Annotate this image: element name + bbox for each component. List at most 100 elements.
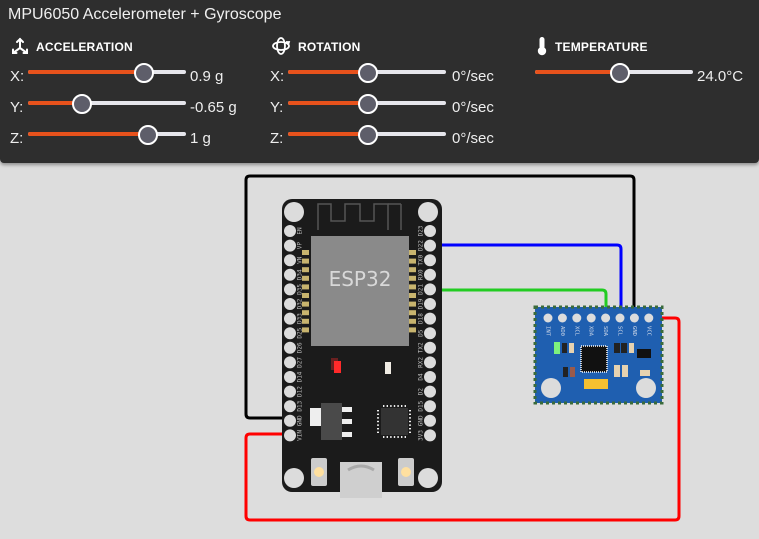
esp32-pin-tx2[interactable]	[424, 341, 436, 354]
esp32-pin-vn[interactable]	[284, 254, 296, 267]
esp32-pin-en[interactable]	[284, 225, 296, 237]
esp32-pin-label: D19	[418, 298, 425, 309]
acceleration-heading: ACCELERATION	[36, 40, 133, 54]
mpu-pin-xda[interactable]	[586, 313, 596, 323]
gyro-icon	[270, 36, 298, 59]
module-pad	[409, 250, 416, 255]
usb-port[interactable]	[340, 462, 382, 498]
slider-thumb[interactable]	[358, 125, 378, 145]
rotation-group: ROTATION	[270, 36, 360, 59]
esp32-pin-label: EN	[297, 227, 304, 235]
esp32-pin-d32[interactable]	[284, 298, 296, 310]
esp32-pin-label: D5	[418, 329, 425, 337]
temperature-value: 24.0°C	[697, 68, 744, 85]
acceleration-slider[interactable]	[28, 125, 186, 145]
esp32-pin-tx0[interactable]	[424, 254, 436, 267]
slider-thumb[interactable]	[133, 63, 154, 83]
voltage-regulator	[321, 403, 342, 440]
slider-thumb[interactable]	[72, 94, 93, 114]
chip-pin	[377, 413, 379, 415]
esp32-pin-label: 3V3	[418, 430, 425, 441]
slider-fill	[288, 132, 367, 136]
module-pad	[302, 284, 309, 290]
esp32-pin-label: VP	[297, 242, 304, 250]
mpu-pin-sda[interactable]	[601, 313, 611, 323]
wire-gnd[interactable]	[244, 174, 636, 420]
mpu-pin-ad0[interactable]	[557, 313, 567, 323]
module-pad	[302, 250, 309, 255]
axes-icon	[10, 36, 36, 59]
esp32-pin-d5[interactable]	[424, 327, 436, 340]
esp32-pin-rx2[interactable]	[424, 356, 436, 369]
esp32-pin-d12[interactable]	[284, 385, 296, 398]
esp32-pin-d35[interactable]	[284, 283, 296, 296]
slider-fill	[288, 70, 367, 74]
temperature-slider[interactable]	[535, 63, 693, 83]
rotation-slider[interactable]	[288, 94, 446, 114]
esp32-pin-rx0[interactable]	[424, 268, 436, 281]
slider-thumb[interactable]	[358, 63, 378, 83]
acceleration-row-y: Y:-0.65 g	[10, 94, 260, 121]
mpu-pin-int[interactable]	[543, 313, 553, 323]
esp32-pin-d25[interactable]	[284, 327, 296, 340]
esp32-pin-gnd[interactable]	[284, 414, 296, 427]
mount-hole	[418, 468, 438, 488]
acceleration-slider[interactable]	[28, 94, 186, 114]
chip-pin	[397, 405, 399, 407]
mpu-pin-vcc[interactable]	[644, 313, 654, 323]
acceleration-row-z: Z:1 g	[10, 125, 260, 152]
acceleration-slider[interactable]	[28, 63, 186, 83]
esp32-pin-d26[interactable]	[284, 341, 296, 354]
esp32-pin-d21[interactable]	[424, 283, 436, 296]
module-pad	[302, 301, 309, 307]
esp32-pin-d34[interactable]	[284, 268, 296, 281]
esp32-pin-label: TX0	[418, 254, 425, 265]
esp32-pin-label: RX0	[418, 269, 425, 280]
crystal	[584, 379, 608, 389]
esp32-pin-d23[interactable]	[424, 225, 436, 237]
esp32-pin-label: D15	[418, 400, 425, 411]
axis-label: X:	[270, 68, 285, 85]
esp32-pin-vin[interactable]	[284, 429, 296, 442]
slider-thumb[interactable]	[358, 94, 378, 114]
esp32-pin-label: D33	[297, 313, 304, 324]
esp32-pin-d19[interactable]	[424, 298, 436, 310]
esp32-pin-d13[interactable]	[284, 400, 296, 413]
esp32-pin-d14[interactable]	[284, 371, 296, 383]
esp32-pin-label: D13	[297, 400, 304, 411]
esp32-pin-d15[interactable]	[424, 400, 436, 413]
mpu-power-led	[554, 342, 560, 354]
mount-hole	[284, 202, 304, 222]
mpu-pin-gnd[interactable]	[629, 313, 639, 323]
esp32-pin-label: D14	[297, 371, 304, 382]
module-pad	[409, 275, 416, 281]
esp32-pin-d2[interactable]	[424, 385, 436, 398]
mpu-pin-xcl[interactable]	[572, 313, 582, 323]
wire-sda[interactable]	[431, 288, 608, 318]
mount-hole	[636, 378, 656, 398]
esp32-pin-d27[interactable]	[284, 356, 296, 369]
axis-label: Z:	[270, 130, 284, 147]
module-pad	[302, 318, 309, 324]
esp32-pin-vp[interactable]	[284, 239, 296, 252]
rotation-slider[interactable]	[288, 63, 446, 83]
esp32-board[interactable]: ESP32 ENVPVND34D35D32D33D25D26D27D14D12D…	[282, 199, 442, 498]
wire-vcc[interactable]	[244, 316, 681, 522]
wire-scl[interactable]	[431, 243, 623, 318]
axis-label: Z:	[10, 130, 24, 147]
mpu-pin-label: XCL	[573, 326, 579, 337]
esp32-pin-d4[interactable]	[424, 371, 436, 383]
esp32-pin-d18[interactable]	[424, 312, 436, 325]
rotation-slider[interactable]	[288, 125, 446, 145]
mpu-pin-scl[interactable]	[615, 313, 625, 323]
slider-thumb[interactable]	[610, 63, 631, 83]
esp32-pin-d22[interactable]	[424, 239, 436, 252]
slider-thumb[interactable]	[137, 125, 158, 145]
esp32-pin-d33[interactable]	[284, 312, 296, 325]
esp32-pin-gnd[interactable]	[424, 414, 436, 427]
acceleration-value: -0.65 g	[190, 99, 237, 116]
esp32-pin-label: D25	[297, 327, 304, 338]
esp32-pin-label: VN	[297, 256, 304, 264]
esp32-pin-3v3[interactable]	[424, 429, 436, 442]
